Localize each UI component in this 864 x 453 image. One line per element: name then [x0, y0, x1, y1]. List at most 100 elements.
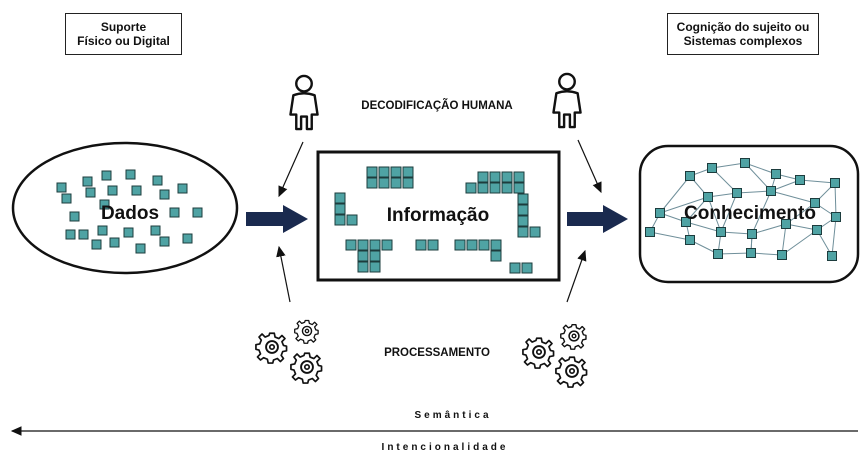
knowledge-node	[685, 171, 695, 181]
gear-icon	[560, 323, 587, 350]
knowledge-link	[781, 229, 818, 256]
cognition-label-line-1: Cognição do sujeito ou	[676, 20, 810, 34]
information-square	[390, 166, 402, 178]
information-square	[390, 177, 402, 189]
knowledge-link	[770, 190, 816, 204]
information-square	[490, 250, 502, 262]
information-square	[334, 192, 346, 204]
information-square	[369, 239, 381, 251]
data-square	[69, 211, 80, 222]
knowledge-node	[707, 163, 717, 173]
knowledge-link	[831, 216, 837, 257]
knowledge-node	[746, 248, 756, 258]
information-square	[378, 177, 390, 189]
information-square	[366, 177, 378, 189]
information-square	[509, 262, 521, 274]
information-square	[427, 239, 439, 251]
knowledge-node	[655, 208, 665, 218]
knowledge-node	[713, 249, 723, 259]
data-square	[125, 169, 136, 180]
data-square	[65, 229, 76, 240]
knowledge-link	[834, 182, 837, 218]
knowledge-node	[812, 225, 822, 235]
information-squares	[334, 166, 541, 274]
knowledge-node	[795, 175, 805, 185]
person-icon	[552, 72, 582, 129]
knowledge-node	[810, 198, 820, 208]
knowledge-network-nodes	[645, 158, 841, 261]
knowledge-node	[781, 219, 791, 229]
person-icon	[289, 74, 319, 131]
semantics-label: Semântica	[414, 410, 491, 421]
data-square	[61, 193, 72, 204]
information-square	[378, 166, 390, 178]
information-square	[489, 171, 501, 183]
knowledge-node	[777, 250, 787, 260]
information-title: Informação	[387, 205, 489, 226]
information-square	[521, 262, 533, 274]
data-square	[101, 170, 112, 181]
knowledge-node	[740, 158, 750, 168]
knowledge-link	[659, 196, 709, 214]
information-square	[402, 177, 414, 189]
knowledge-node	[766, 186, 776, 196]
data-square	[78, 229, 89, 240]
information-square	[415, 239, 427, 251]
support-label-line-2: Físico ou Digital	[77, 34, 170, 48]
knowledge-node	[703, 192, 713, 202]
knowledge-title: Conhecimento	[684, 203, 816, 224]
data-square	[91, 239, 102, 250]
information-square	[369, 261, 381, 273]
knowledge-node	[771, 169, 781, 179]
knowledge-link	[785, 223, 818, 231]
information-square	[454, 239, 466, 251]
processing-label: PROCESSAMENTO	[384, 347, 490, 359]
knowledge-link	[659, 175, 691, 214]
information-square	[357, 250, 369, 262]
knowledge-node	[732, 188, 742, 198]
process-right-arrow	[566, 249, 587, 303]
data-square	[182, 233, 193, 244]
human-right-arrow	[577, 139, 602, 194]
human-decoding-label: DECODIFICAÇÃO HUMANA	[361, 99, 512, 112]
knowledge-link	[717, 252, 752, 255]
information-square	[357, 239, 369, 251]
information-square	[478, 239, 490, 251]
process-left-arrow	[276, 245, 291, 303]
data-ellipse	[11, 141, 239, 275]
information-square	[334, 214, 346, 226]
data-square	[97, 225, 108, 236]
information-square	[381, 239, 393, 251]
knowledge-node	[830, 178, 840, 188]
information-square	[477, 182, 489, 194]
knowledge-link	[649, 231, 691, 241]
gear-cluster-right	[522, 323, 588, 388]
data-square	[159, 189, 170, 200]
knowledge-link	[685, 221, 722, 233]
intentionality-label: Intencionalidade	[382, 442, 509, 453]
knowledge-link	[711, 162, 746, 169]
information-square	[517, 215, 529, 227]
data-square	[152, 175, 163, 186]
data-square	[150, 225, 161, 236]
information-square	[466, 239, 478, 251]
data-square	[131, 185, 142, 196]
information-square	[357, 261, 369, 273]
data-square	[135, 243, 146, 254]
data-square	[107, 185, 118, 196]
knowledge-link	[751, 223, 787, 235]
data-square	[99, 199, 110, 210]
cognition-label-line-2: Sistemas complexos	[683, 34, 803, 48]
data-square	[123, 227, 134, 238]
information-square	[517, 226, 529, 238]
information-square	[517, 193, 529, 205]
knowledge-link	[799, 179, 836, 184]
information-square	[477, 171, 489, 183]
gear-icon	[255, 332, 288, 364]
knowledge-link	[736, 190, 772, 194]
support-label-box: Suporte Físico ou Digital	[65, 13, 182, 55]
data-to-information-arrow	[246, 205, 308, 233]
data-squares	[56, 169, 203, 254]
information-square	[489, 182, 501, 194]
